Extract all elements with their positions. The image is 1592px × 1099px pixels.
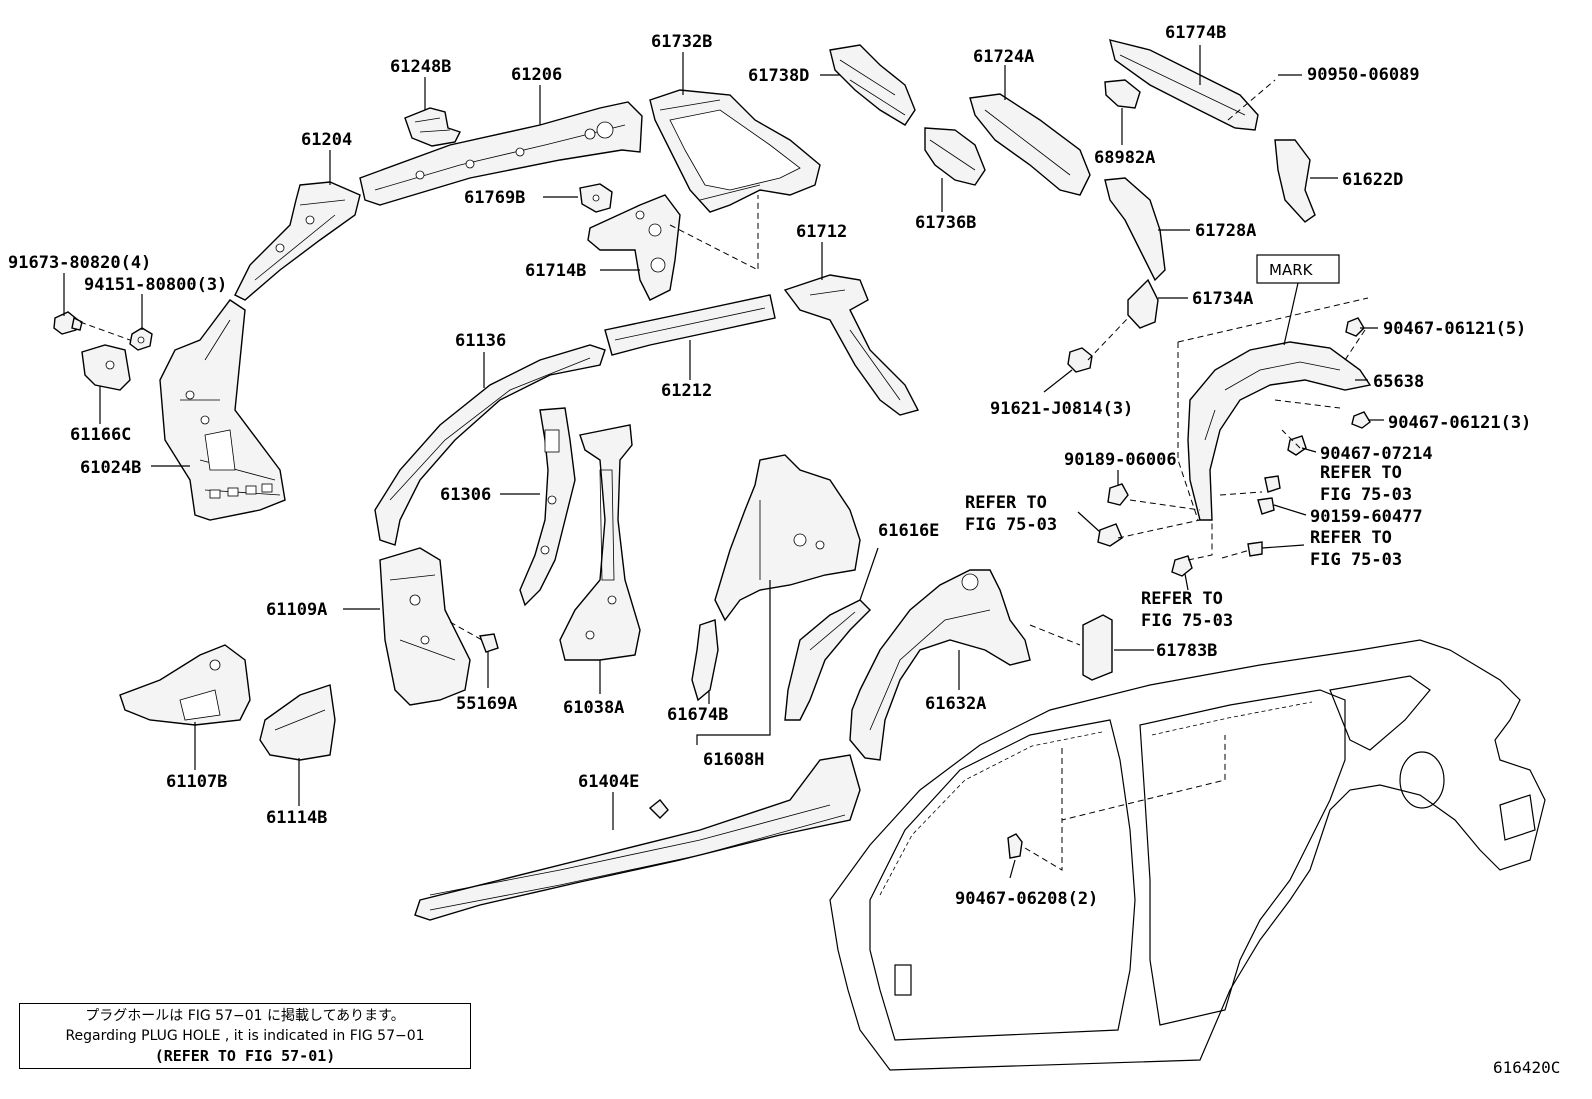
label-61109A: 61109A: [266, 600, 327, 620]
label-61136: 61136: [455, 331, 506, 351]
label-65638: 65638: [1373, 372, 1424, 392]
part-61724A-drawing: [969, 93, 1091, 196]
label-refer-2a: REFER TO: [965, 493, 1047, 513]
label-90189-06006: 90189-06006: [1064, 450, 1177, 470]
part-61212-drawing: [604, 294, 776, 356]
part-61616E-drawing: [784, 599, 871, 721]
label-61738D: 61738D: [748, 66, 809, 86]
part-61166C-drawing: [81, 344, 131, 391]
label-refer-1a: REFER TO: [1320, 463, 1402, 483]
part-55169A-drawing: [479, 633, 499, 653]
note-line-english: Regarding PLUG HOLE , it is indicated in…: [65, 1028, 425, 1044]
part-labels: 61248B 61206 61204 61732B 61738D 61724A …: [8, 23, 1531, 909]
part-61734A-drawing: [1127, 278, 1159, 329]
label-61166C: 61166C: [70, 425, 131, 445]
bolt-91673-80820-drawing: [53, 311, 83, 335]
label-90467-06121-5: 90467-06121(5): [1383, 319, 1526, 339]
label-90467-07214: 90467-07214: [1320, 444, 1433, 464]
label-61114B: 61114B: [266, 808, 327, 828]
label-61769B: 61769B: [464, 188, 525, 208]
label-61732B: 61732B: [651, 32, 712, 52]
plug-hole-note: プラグホールは FIG 57−01 に掲載してあります。 Regarding P…: [19, 1003, 471, 1069]
part-65638-drawing: [1187, 341, 1372, 521]
bolt-91621-J0814-drawing: [1067, 347, 1093, 373]
label-refer-4b: FIG 75-03: [1141, 611, 1233, 631]
label-61616E: 61616E: [878, 521, 939, 541]
label-90467-06121-3: 90467-06121(3): [1388, 413, 1531, 433]
label-90159-60477: 90159-60477: [1310, 507, 1423, 527]
label-61712: 61712: [796, 222, 847, 242]
label-90467-06208: 90467-06208(2): [955, 889, 1098, 909]
part-61608H-drawing: [714, 454, 861, 622]
label-refer-3a: REFER TO: [1310, 528, 1392, 548]
part-61674B-drawing: [691, 619, 719, 702]
label-61734A: 61734A: [1192, 289, 1253, 309]
part-61774B-drawing: [1109, 39, 1259, 131]
part-61728A-drawing: [1104, 177, 1166, 282]
label-61632A: 61632A: [925, 694, 986, 714]
part-61622D-drawing: [1274, 139, 1316, 223]
part-61732B-drawing: [649, 89, 821, 213]
label-61306: 61306: [440, 485, 491, 505]
label-61774B: 61774B: [1165, 23, 1226, 43]
part-61109A-drawing: [379, 547, 471, 706]
label-61608H: 61608H: [703, 750, 764, 770]
label-61674B: 61674B: [667, 705, 728, 725]
label-61622D: 61622D: [1342, 170, 1403, 190]
part-61783B-drawing: [1082, 614, 1113, 681]
nut-94151-80800-drawing: [129, 327, 153, 351]
body-side-outer-drawing: [829, 639, 1546, 1071]
label-61736B: 61736B: [915, 213, 976, 233]
label-90950-06089: 90950-06089: [1307, 65, 1420, 85]
label-55169A: 55169A: [456, 694, 517, 714]
label-91673-80820: 91673-80820(4): [8, 253, 151, 273]
part-61632A-drawing: [849, 569, 1031, 761]
label-61404E: 61404E: [578, 772, 639, 792]
note-line-refer: (REFER TO FIG 57-01): [154, 1047, 336, 1065]
fasteners-drawing: [1007, 317, 1371, 859]
label-refer-3b: FIG 75-03: [1310, 550, 1402, 570]
label-mark: MARK: [1269, 261, 1314, 279]
part-61024B-drawing: [159, 299, 286, 521]
part-68982A-drawing: [1104, 79, 1141, 109]
label-refer-1b: FIG 75-03: [1320, 485, 1412, 505]
leader-lines: [63, 45, 1384, 879]
label-refer-2b: FIG 75-03: [965, 515, 1057, 535]
note-line-japanese: プラグホールは FIG 57−01 に掲載してあります。: [85, 1008, 405, 1024]
part-61769B-drawing: [579, 183, 613, 213]
part-61136-drawing: [374, 344, 606, 546]
label-61206: 61206: [511, 65, 562, 85]
label-61038A: 61038A: [563, 698, 624, 718]
mark-box: [1256, 254, 1340, 346]
figure-code: 616420C: [1493, 1058, 1561, 1077]
part-61714B-drawing: [587, 194, 681, 301]
label-61783B: 61783B: [1156, 641, 1217, 661]
part-61404E-drawing: [414, 754, 861, 921]
part-61248B-drawing: [404, 107, 461, 147]
part-61736B-drawing: [924, 127, 986, 186]
label-68982A: 68982A: [1094, 148, 1155, 168]
label-94151-80800: 94151-80800(3): [84, 275, 227, 295]
part-61114B-drawing: [259, 684, 336, 761]
part-61738D-drawing: [829, 44, 916, 126]
label-61724A: 61724A: [973, 47, 1034, 67]
label-61248B: 61248B: [390, 57, 451, 77]
label-61204: 61204: [301, 130, 352, 150]
part-61204-drawing: [234, 181, 361, 301]
label-61107B: 61107B: [166, 772, 227, 792]
label-refer-4a: REFER TO: [1141, 589, 1223, 609]
part-61712-drawing: [783, 274, 920, 416]
label-91621-J0814: 91621-J0814(3): [990, 399, 1133, 419]
part-61107B-drawing: [119, 644, 251, 726]
dashed-guides: [79, 79, 1369, 871]
label-61728A: 61728A: [1195, 221, 1256, 241]
part-61306-drawing: [519, 407, 576, 607]
label-61024B: 61024B: [80, 458, 141, 478]
label-61714B: 61714B: [525, 261, 586, 281]
label-61212: 61212: [661, 381, 712, 401]
